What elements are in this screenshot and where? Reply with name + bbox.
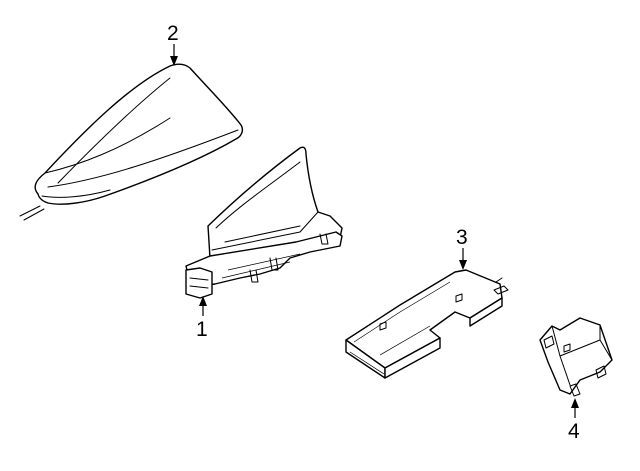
part-4-bracket-module[interactable] (539, 317, 613, 397)
part-3-antenna-module[interactable] (345, 269, 509, 379)
arrowhead-3 (459, 260, 467, 270)
callout-2: 2 (167, 22, 179, 66)
callout-label-2: 2 (167, 22, 179, 45)
arrowhead-4 (571, 398, 579, 408)
arrowhead-1 (199, 296, 207, 306)
callout-label-3: 3 (456, 226, 468, 249)
callout-label-1: 1 (196, 318, 208, 341)
callout-1: 1 (196, 296, 208, 341)
part-2-antenna-cover[interactable] (19, 63, 244, 221)
callout-3: 3 (456, 226, 468, 270)
arrowhead-2 (170, 56, 178, 66)
callout-4: 4 (568, 398, 580, 443)
part-1-antenna-base[interactable] (185, 146, 343, 299)
callout-label-4: 4 (568, 420, 580, 443)
